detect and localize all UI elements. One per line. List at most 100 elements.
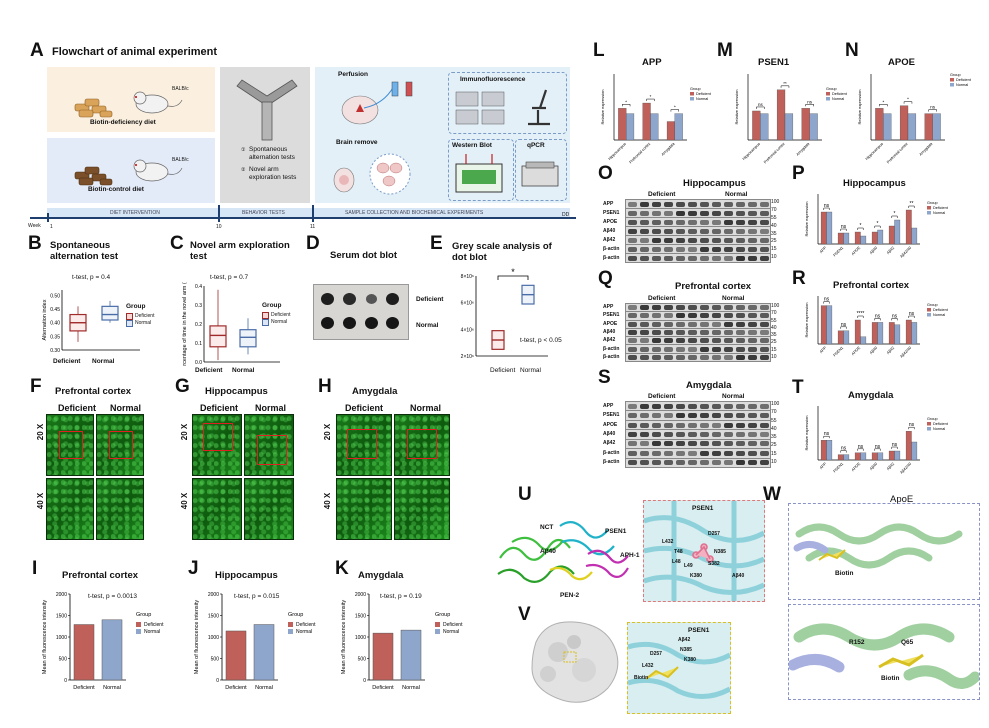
blot-band: [700, 313, 709, 319]
blot-band: [640, 403, 649, 409]
blot-band: [712, 228, 721, 234]
blot-band: [712, 346, 721, 352]
x-tick-label: Prefrontal cortex: [886, 142, 909, 165]
y-axis-label: Relative expression: [804, 202, 809, 237]
significance-label: *: [625, 99, 627, 104]
bar: [888, 322, 895, 345]
blot-band: [688, 346, 697, 352]
x-tick-label: Hippocampus: [608, 142, 627, 161]
strain-label-1: BALB/c: [172, 86, 189, 92]
panel-q-col1: Deficient: [648, 295, 676, 302]
blot-kda-label: 55: [771, 317, 777, 324]
legend-swatch: [927, 313, 931, 317]
panel-label-q: Q: [598, 268, 613, 289]
blot-band: [736, 338, 745, 344]
w-biotin-label: Biotin: [835, 570, 854, 577]
blot-band: [652, 313, 661, 319]
panel-label-i: I: [32, 558, 38, 579]
diet-illustration-2: [74, 159, 183, 186]
blot-band: [664, 237, 673, 243]
blot-band: [640, 422, 649, 428]
panel-b-stat: t-test, p = 0.4: [72, 274, 111, 281]
bar: [820, 440, 827, 461]
blot-band: [676, 255, 685, 261]
blot-band: [640, 338, 649, 344]
blot-band: [628, 413, 637, 419]
blot-band: [748, 338, 757, 344]
significance-bracket: [823, 435, 830, 439]
bar: [666, 121, 675, 141]
significance-label: *: [650, 94, 652, 99]
significance-bracket: [840, 228, 847, 231]
blot-band: [664, 460, 673, 466]
panel-h-title: Amygdala: [352, 386, 398, 397]
blot-band: [748, 346, 757, 352]
bar: [871, 452, 878, 461]
blot-band: [640, 413, 649, 419]
significance-bracket: [497, 275, 529, 280]
panel-c-legend-def: Deficient: [271, 312, 291, 318]
u-label-psen1: PSEN1: [605, 528, 627, 535]
panel-c-title: Novel arm exploration test: [190, 240, 290, 262]
blot-band: [712, 422, 721, 428]
y-tick-label: 1000: [56, 635, 67, 641]
panel-f-row1: 20 X: [36, 423, 46, 441]
blot-band: [640, 237, 649, 243]
blot-band: [628, 431, 637, 437]
blot-band: [688, 329, 697, 335]
x-tick-label: APP: [819, 246, 828, 255]
bar: [225, 630, 247, 681]
y-axis-label: Percentage of time in the novel arm (%): [182, 282, 188, 366]
panel-label-o: O: [598, 163, 613, 184]
blot-band: [664, 338, 673, 344]
blot-band: [664, 403, 673, 409]
panel-label-j: J: [188, 558, 199, 579]
blot-band: [628, 313, 637, 319]
blot-band: [676, 329, 685, 335]
blot-band: [724, 246, 733, 252]
bar: [843, 330, 850, 345]
significance-label: ns: [824, 431, 830, 437]
blot-band: [712, 354, 721, 360]
micrograph-f-norm-40x: [96, 478, 144, 540]
blot-band: [700, 403, 709, 409]
blot-band: [652, 255, 661, 261]
y-axis-label: Alternation index: [42, 299, 48, 340]
panel-label-d: D: [306, 233, 320, 254]
blot-band: [664, 255, 673, 261]
bar: [854, 231, 861, 245]
bar: [860, 452, 867, 461]
significance-label: ns: [892, 442, 898, 448]
blot-band: [664, 321, 673, 327]
bar: [877, 452, 884, 461]
panel-label-k: K: [335, 558, 349, 579]
panel-q-title: Prefrontal cortex: [675, 281, 752, 292]
micrograph-h-norm-20x: [394, 414, 450, 476]
legend-swatch: [950, 83, 954, 87]
blot-kda-label: 40: [771, 222, 777, 229]
blot-band: [760, 354, 769, 360]
blot-band: [712, 338, 721, 344]
panel-a-title: Flowchart of animal experiment: [52, 46, 218, 58]
blot-band: [712, 255, 721, 261]
y-tick-label: 0.35: [50, 334, 60, 340]
panel-w-title: ApoE: [890, 494, 914, 505]
blot-band: [700, 422, 709, 428]
panel-label-m: M: [717, 40, 733, 61]
blot-band: [712, 321, 721, 327]
panel-b-title: Spontaneous alternation test: [50, 240, 119, 262]
legend-label: Deficient: [933, 206, 949, 210]
x-tick-label: Amygdala: [661, 141, 676, 156]
legend-label: Normal: [933, 313, 945, 317]
u-res-n385: N385: [714, 549, 726, 555]
x-tick-label: PSEN1: [833, 346, 845, 358]
blot-band: [724, 346, 733, 352]
timeline-tick-11: [312, 205, 314, 222]
significance-bracket: [908, 315, 915, 318]
blot-band: [700, 237, 709, 243]
x-tick-label: Aβ42: [886, 346, 895, 355]
legend-label: Deficient: [832, 92, 848, 96]
panel-g-col2: Normal: [255, 403, 287, 413]
